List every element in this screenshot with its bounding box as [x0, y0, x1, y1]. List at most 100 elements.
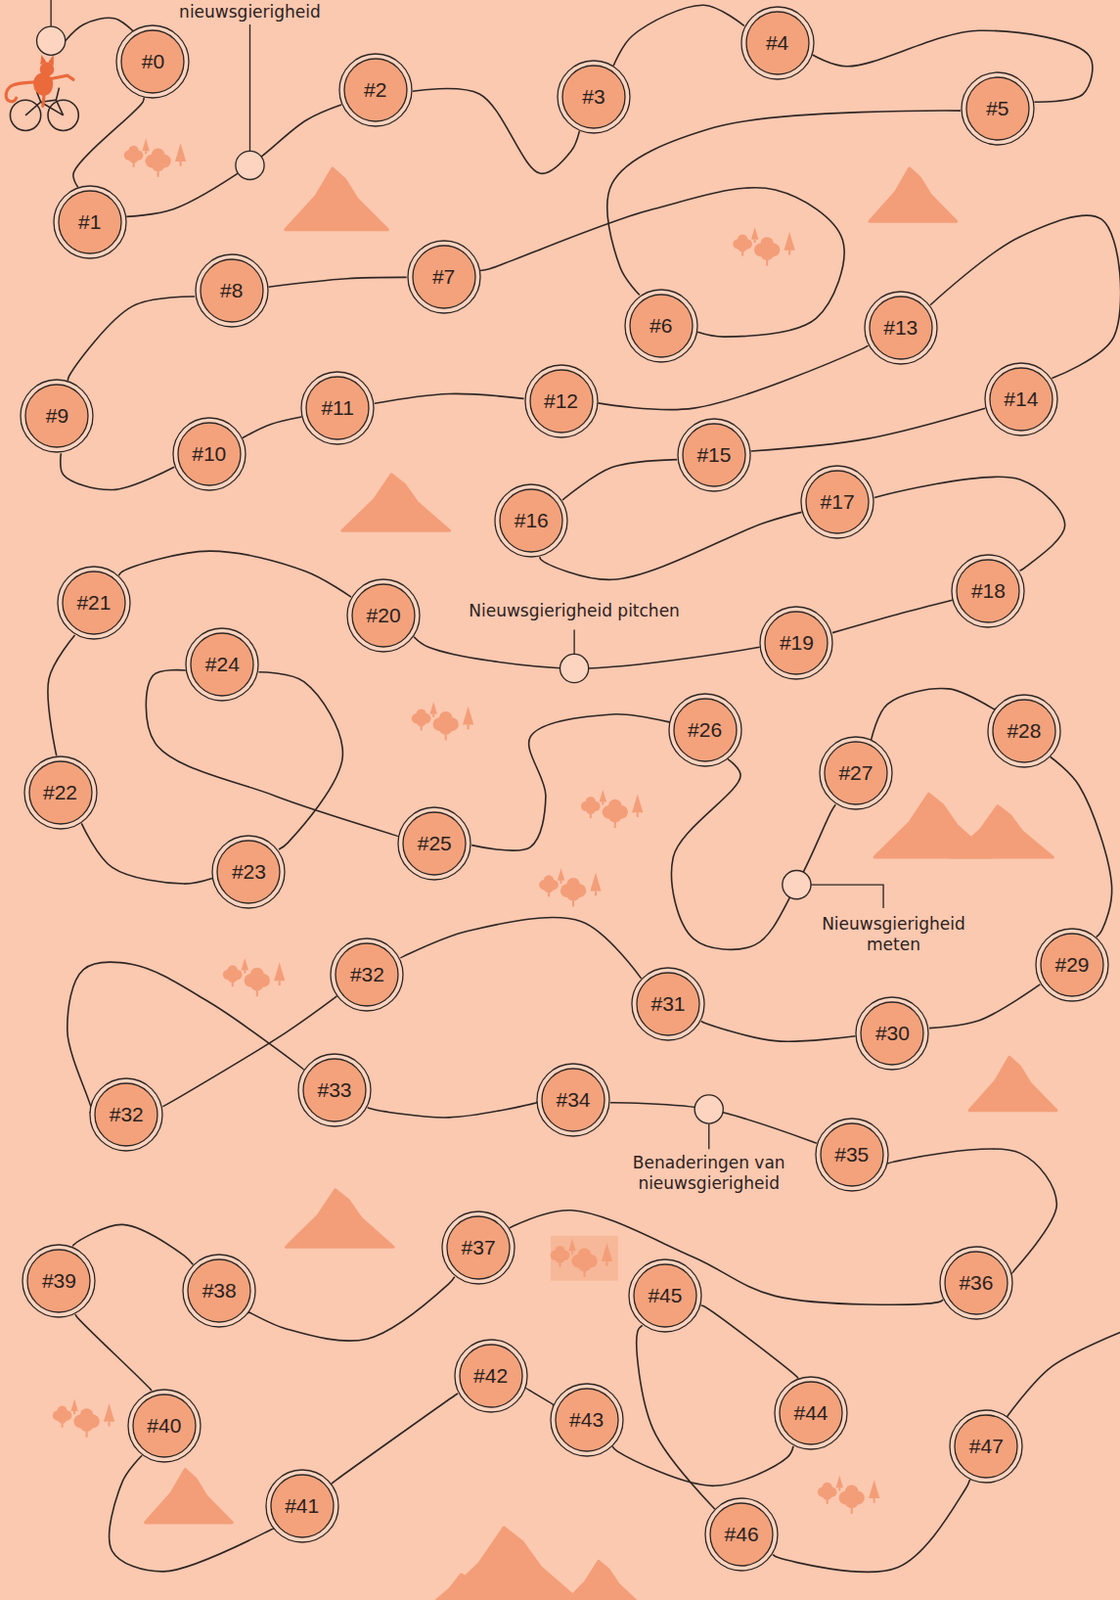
tree-trunk — [605, 1260, 608, 1266]
route-line — [1050, 757, 1113, 938]
stop-number: #19 — [779, 630, 814, 655]
stop-number: #21 — [76, 590, 111, 615]
stop-circle: #13 — [863, 290, 939, 365]
route-line — [73, 1223, 194, 1264]
stop-number: #6 — [649, 313, 672, 338]
pine-tree — [273, 962, 285, 982]
route-line — [871, 688, 1000, 740]
milestone-group — [37, 0, 885, 1149]
route-line — [331, 1392, 458, 1483]
route-line — [400, 916, 641, 978]
tree-trunk — [571, 1250, 574, 1254]
stop-circle: #40 — [127, 1388, 202, 1463]
route-line — [607, 110, 961, 295]
leader-line — [49, 0, 51, 27]
tree-trunk — [636, 811, 639, 817]
pine-tree — [175, 142, 186, 162]
route-line — [562, 459, 677, 500]
mountain-shape — [342, 474, 449, 531]
stop-number: #33 — [317, 1077, 353, 1102]
tree-crown — [128, 152, 138, 163]
stop-circle: #44 — [773, 1375, 849, 1450]
stop-circle: #41 — [265, 1468, 340, 1543]
pine-tree — [241, 957, 250, 971]
stop-circle: #47 — [948, 1408, 1024, 1483]
route-line — [126, 104, 342, 217]
stop-number: #0 — [141, 49, 165, 74]
stop-circle: #45 — [627, 1257, 703, 1333]
stop-number: #20 — [366, 603, 402, 628]
stop-number: #15 — [696, 443, 731, 467]
stop-circle: #39 — [21, 1243, 96, 1318]
tree-trunk — [601, 801, 604, 805]
pine-tree — [868, 1478, 880, 1498]
route-line — [874, 476, 1066, 571]
stop-circle: #2 — [338, 52, 413, 128]
leader-line — [573, 628, 575, 654]
tree-trunk — [754, 239, 757, 243]
stop-number: #36 — [958, 1270, 993, 1295]
stop-number: #32 — [350, 962, 385, 986]
tree-crown — [608, 808, 623, 823]
route-tail — [1005, 1331, 1120, 1419]
route-line — [701, 1304, 799, 1379]
tree-crown — [56, 1412, 67, 1423]
route-line — [412, 88, 581, 174]
pine-tree — [631, 794, 643, 813]
route-line — [751, 407, 986, 451]
leader-line — [810, 884, 884, 908]
route-line — [145, 670, 400, 837]
stop-number: #41 — [284, 1493, 319, 1518]
tree-crown — [416, 716, 427, 726]
pine-tree — [589, 872, 601, 892]
stop-circle: #32 — [89, 1076, 164, 1152]
stop-circle: #23 — [211, 834, 286, 909]
stop-circle: #36 — [939, 1245, 1014, 1320]
stop-number: #43 — [569, 1407, 604, 1432]
route-line — [118, 550, 352, 597]
route-line — [268, 276, 406, 287]
stop-number: #42 — [473, 1363, 508, 1388]
stop-number: #24 — [205, 652, 240, 676]
stop-circle: #18 — [950, 553, 1026, 628]
stop-number: #5 — [985, 96, 1009, 121]
tree-crown — [585, 804, 596, 814]
pine-tree — [751, 226, 760, 240]
tree-trunk — [278, 980, 281, 986]
stop-circle: #26 — [668, 692, 743, 767]
route-start — [65, 17, 135, 41]
scenery-group — [5, 17, 1120, 1600]
route-line — [701, 1020, 856, 1041]
route-line — [374, 393, 525, 404]
stop-number: #29 — [1054, 952, 1089, 977]
tree-trunk — [467, 724, 470, 730]
route-line — [597, 345, 868, 409]
stop-circle: #24 — [184, 627, 260, 702]
route-line — [47, 634, 76, 756]
stop-number: #44 — [793, 1400, 828, 1425]
stop-circle: #37 — [441, 1209, 516, 1285]
stop-number: #28 — [1006, 718, 1041, 743]
stop-circle: #0 — [115, 24, 190, 99]
cyclist-cat — [5, 55, 79, 131]
stop-circle: #27 — [818, 735, 894, 810]
stop-number: #17 — [820, 490, 855, 514]
stop-number: #46 — [724, 1522, 760, 1546]
stop-number: #14 — [1003, 387, 1038, 411]
stop-number: #3 — [582, 85, 605, 109]
stop-number: #40 — [146, 1413, 181, 1437]
route-line — [613, 4, 745, 66]
stop-number: #13 — [883, 315, 918, 340]
stop-number: #9 — [45, 403, 69, 428]
tree-trunk — [873, 1497, 876, 1503]
route-line — [242, 416, 302, 438]
stop-number: #22 — [43, 780, 78, 805]
stop-circle: #14 — [984, 361, 1059, 437]
tree-trunk — [73, 1410, 76, 1414]
stop-number: #34 — [556, 1087, 591, 1112]
stop-number: #32 — [109, 1102, 144, 1126]
pine-tree — [568, 1238, 577, 1252]
